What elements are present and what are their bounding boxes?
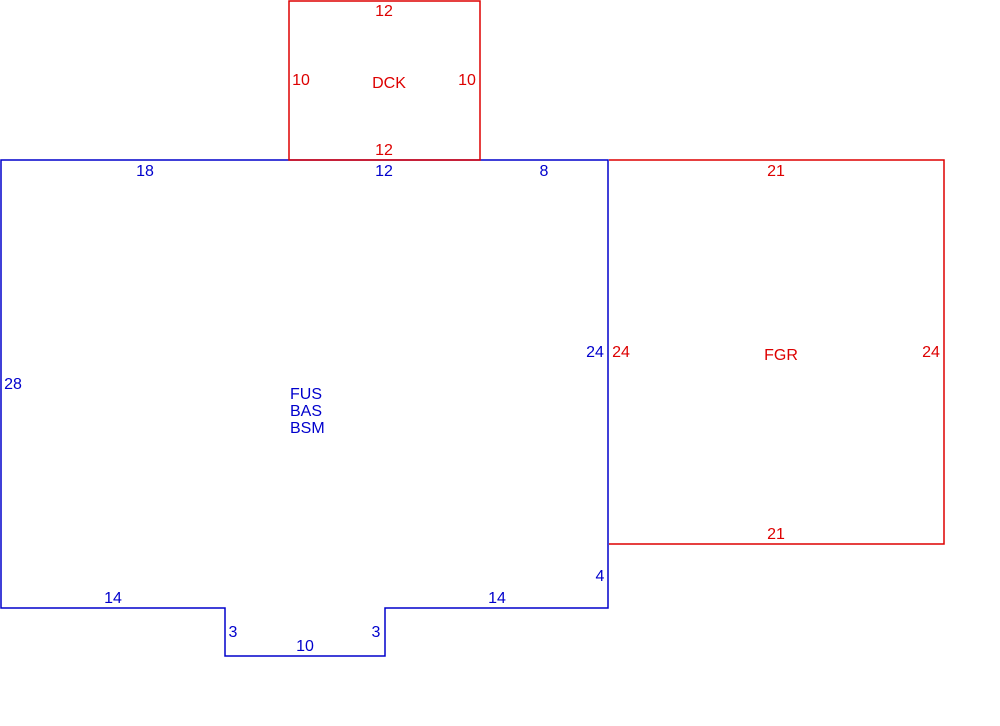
garage-dim-right: 24 bbox=[922, 344, 940, 361]
deck-label: DCK bbox=[372, 75, 406, 92]
main-dim-notch-right: 3 bbox=[372, 624, 381, 641]
deck-dim-right: 10 bbox=[458, 72, 476, 89]
main-label-bas: BAS bbox=[290, 403, 322, 420]
deck-dim-bottom: 12 bbox=[375, 142, 393, 159]
main-dim-right-upper: 24 bbox=[586, 344, 604, 361]
garage-dim-top: 21 bbox=[767, 163, 785, 180]
main-dim-right-lower: 4 bbox=[596, 568, 605, 585]
deck-dim-top: 12 bbox=[375, 3, 393, 20]
garage-outline bbox=[609, 159, 945, 545]
deck-outline bbox=[288, 0, 481, 161]
garage-dim-left: 24 bbox=[612, 344, 630, 361]
main-dim-notch-left: 3 bbox=[229, 624, 238, 641]
main-dim-top-right: 8 bbox=[540, 163, 549, 180]
main-dim-bottom-right: 14 bbox=[488, 590, 506, 607]
garage-label: FGR bbox=[764, 347, 798, 364]
main-dim-top-left: 18 bbox=[136, 163, 154, 180]
main-building-outline bbox=[0, 159, 609, 657]
main-dim-left: 28 bbox=[4, 376, 22, 393]
main-dim-bottom-left: 14 bbox=[104, 590, 122, 607]
main-dim-notch-bottom: 10 bbox=[296, 638, 314, 655]
main-label-bsm: BSM bbox=[290, 420, 325, 437]
main-label-fus: FUS bbox=[290, 386, 322, 403]
main-dim-top-mid: 12 bbox=[375, 163, 393, 180]
garage-dim-bottom: 21 bbox=[767, 526, 785, 543]
deck-dim-left: 10 bbox=[292, 72, 310, 89]
